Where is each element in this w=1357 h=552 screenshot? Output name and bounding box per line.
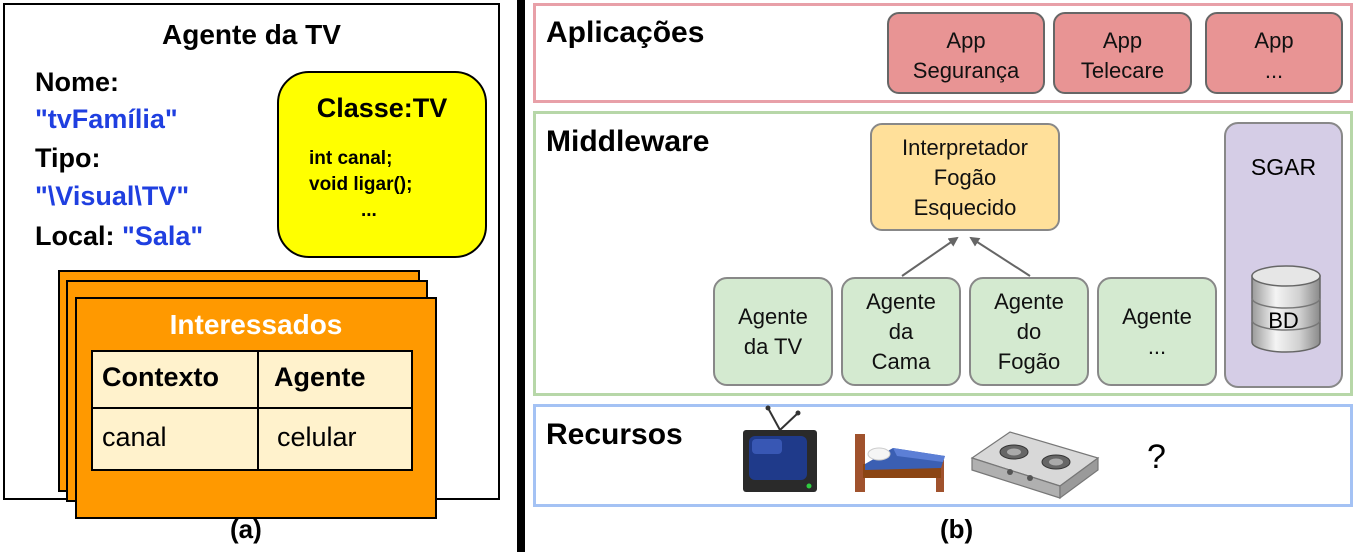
agent-stove-line1: Agente [994, 288, 1064, 314]
type-value: "\Visual\TV" [35, 181, 190, 211]
app-telecare: App Telecare [1053, 12, 1192, 94]
agent-other-line1: Agente [1122, 303, 1192, 329]
class-attribute: int canal; [309, 148, 393, 169]
table-divider-horizontal [93, 407, 411, 409]
resources-title: Recursos [546, 418, 683, 451]
table-header-agent: Agente [274, 362, 366, 392]
tv-icon [743, 405, 817, 492]
app-security: App Segurança [887, 12, 1045, 94]
unknown-resource-mark: ? [1147, 438, 1166, 476]
agent-title: Agente da TV [162, 19, 341, 50]
applications-layer [533, 3, 1353, 103]
agent-bed-line1: Agente [866, 288, 936, 314]
table-cell-context: canal [102, 422, 167, 452]
sgar-label: SGAR [1250, 154, 1317, 180]
interested-table: Contexto Agente canal celular [91, 350, 413, 471]
local-row: Local: "Sala" [35, 221, 204, 251]
class-method: void ligar(); [309, 174, 413, 195]
interpreter-line3: Esquecido [913, 195, 1017, 220]
app-other-line1: App [1254, 28, 1294, 53]
interpreter-box: Interpretador Fogão Esquecido [870, 123, 1060, 231]
resources-layer [533, 404, 1353, 507]
interested-title: Interessados [169, 309, 343, 340]
class-box: Classe:TV int canal; void ligar(); ... [277, 71, 487, 258]
middleware-title: Middleware [546, 125, 710, 158]
stove-icon [970, 431, 1100, 500]
agent-bed-line2: da [888, 318, 914, 344]
applications-title: Aplicações [546, 16, 705, 49]
agent-card-panel: Agente da TV Nome: "tvFamília" Tipo: "\V… [3, 3, 500, 519]
agent-bed-line3: Cama [871, 348, 931, 374]
interpreter-line2: Fogão [933, 165, 997, 190]
table-cell-agent: celular [277, 422, 357, 452]
database-icon [1251, 265, 1321, 353]
type-key: Tipo: [35, 143, 101, 173]
agent-stove-line3: Fogão [997, 348, 1061, 374]
bed-icon [855, 434, 945, 492]
agent-other-line2: ... [1147, 333, 1167, 359]
agent-other: Agente ... [1097, 277, 1217, 386]
app-other-line2: ... [1264, 58, 1284, 83]
agent-stove: Agente do Fogão [969, 277, 1089, 386]
class-ellipsis: ... [361, 200, 377, 221]
name-key: Nome: [35, 67, 120, 97]
name-value: "tvFamília" [35, 104, 178, 134]
app-security-line1: App [946, 28, 986, 53]
app-other: App ... [1205, 12, 1343, 94]
panel-divider [517, 0, 525, 552]
sgar-box: SGAR BD [1224, 122, 1343, 388]
app-security-line2: Segurança [912, 58, 1020, 83]
agent-tv-line2: da TV [743, 333, 803, 359]
database-label: BD [1268, 308, 1299, 333]
app-telecare-line2: Telecare [1080, 58, 1165, 83]
table-divider-vertical [257, 352, 259, 469]
middleware-layer [533, 111, 1353, 396]
class-title: Classe:TV [316, 93, 448, 123]
agent-bed: Agente da Cama [841, 277, 961, 386]
agent-stove-line2: do [1016, 318, 1042, 344]
interpreter-line1: Interpretador [902, 135, 1028, 160]
agent-tv-line1: Agente [738, 303, 808, 329]
panel-b-label: (b) [940, 514, 974, 544]
app-telecare-line1: App [1102, 28, 1143, 53]
table-header-context: Contexto [102, 362, 219, 392]
arrow-stove-to-interpreter [969, 236, 1031, 277]
arrow-bed-to-interpreter [901, 236, 959, 277]
panel-a-label: (a) [230, 514, 262, 544]
interested-card: Interessados Contexto Agente canal celul… [75, 297, 437, 519]
agent-tv: Agente da TV [713, 277, 833, 386]
